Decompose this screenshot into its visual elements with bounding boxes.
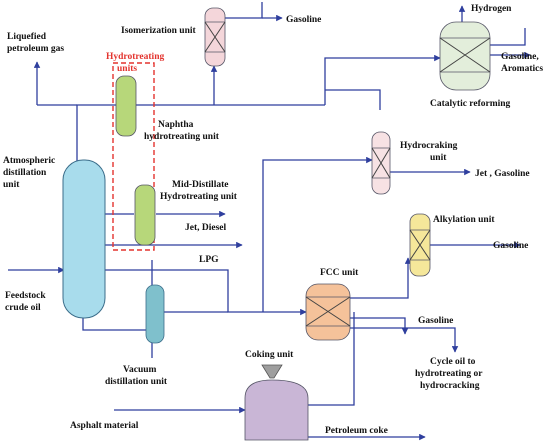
fcc-vessel bbox=[305, 283, 351, 341]
pipe-coker-to-fcc bbox=[308, 312, 355, 406]
label-gasoline-aromatics-2: Aromatics bbox=[501, 64, 543, 74]
label-asphalt: Asphalt material bbox=[70, 421, 139, 431]
isomerization-vessel bbox=[204, 7, 226, 67]
label-naphtha-1: Naphtha bbox=[158, 120, 194, 130]
pipe-to-alkylation bbox=[350, 257, 412, 299]
label-vacuum-1: Vacuum bbox=[123, 365, 157, 375]
atmospheric-distillation-column bbox=[62, 159, 106, 319]
labels-layer: Isomerization unit Gasoline Hydrogen Liq… bbox=[3, 4, 543, 436]
pipe-hydrocrack-recycle bbox=[325, 89, 381, 110]
label-feedstock-1: Feedstock bbox=[5, 291, 46, 301]
label-hydrogen: Hydrogen bbox=[471, 4, 512, 14]
label-hydrocraking-1: Hydrocraking bbox=[400, 141, 458, 151]
label-alkylation: Alkylation unit bbox=[433, 215, 495, 225]
pipe-atm-bottoms bbox=[82, 318, 146, 331]
coking-unit-vessel bbox=[244, 364, 309, 441]
label-petroleum-coke: Petroleum coke bbox=[325, 426, 388, 436]
coker-hopper-icon bbox=[261, 364, 283, 379]
vacuum-distillation-column bbox=[145, 284, 165, 344]
pipe-to-hydrocracking bbox=[262, 156, 373, 312]
label-hydrotreating-1: Hydrotreating bbox=[106, 52, 164, 62]
pipe-to-fcc bbox=[104, 269, 307, 316]
label-feedstock-2: crude oil bbox=[5, 303, 41, 313]
label-jet-gasoline: Jet , Gasoline bbox=[475, 169, 530, 179]
label-gasoline-fcc: Gasoline bbox=[418, 316, 453, 326]
label-lpg: LPG bbox=[199, 255, 219, 265]
label-lpg-1: Liquefied bbox=[7, 32, 47, 42]
label-vacuum-2: distillation unit bbox=[105, 377, 168, 387]
label-fcc-unit: FCC unit bbox=[320, 268, 359, 278]
label-coking-unit: Coking unit bbox=[245, 350, 294, 360]
pipe-to-reforming bbox=[324, 54, 441, 105]
label-catalytic-reforming: Catalytic reforming bbox=[430, 99, 511, 109]
label-naphtha-2: hydrotreating unit bbox=[144, 132, 220, 142]
pipe-gasoline-fcc bbox=[350, 317, 409, 335]
label-middist-1: Mid-Distillate bbox=[172, 180, 228, 190]
label-jet-diesel: Jet, Diesel bbox=[185, 223, 227, 233]
label-gasoline-alkyl: Gasoline bbox=[493, 241, 528, 251]
label-atm-1: Atmospheric bbox=[3, 156, 55, 166]
label-cycle-3: hydrocracking bbox=[420, 381, 480, 391]
process-pipes bbox=[8, 2, 531, 441]
label-cycle-1: Cycle oil to bbox=[430, 357, 476, 367]
naphtha-hydrotreater-vessel bbox=[115, 75, 137, 137]
label-lpg-2: petroleum gas bbox=[7, 44, 64, 54]
label-gasoline-isomer: Gasoline bbox=[286, 15, 321, 25]
label-atm-2: distillation bbox=[3, 168, 47, 178]
pipe-cycle-oil bbox=[350, 327, 459, 353]
mid-distillate-hydrotreater-vessel bbox=[134, 184, 156, 246]
pipe-isomer-out bbox=[225, 2, 263, 19]
label-isomerization-unit: Isomerization unit bbox=[121, 26, 197, 36]
catalytic-reforming-vessel bbox=[439, 21, 491, 91]
pipe-reform-out bbox=[490, 28, 526, 46]
alkylation-vessel bbox=[409, 213, 431, 277]
label-gasoline-aromatics-1: Gasoline, bbox=[501, 52, 539, 62]
label-cycle-2: hydrotreating or bbox=[415, 369, 483, 379]
label-hydrotreating-2: units bbox=[117, 64, 137, 74]
label-middist-2: Hydrotreating unit bbox=[160, 192, 238, 202]
label-atm-3: unit bbox=[3, 180, 20, 190]
hydrotreating-units-box bbox=[112, 62, 155, 251]
hydrocracking-vessel bbox=[371, 131, 391, 195]
label-hydrocraking-2: unit bbox=[430, 153, 447, 163]
